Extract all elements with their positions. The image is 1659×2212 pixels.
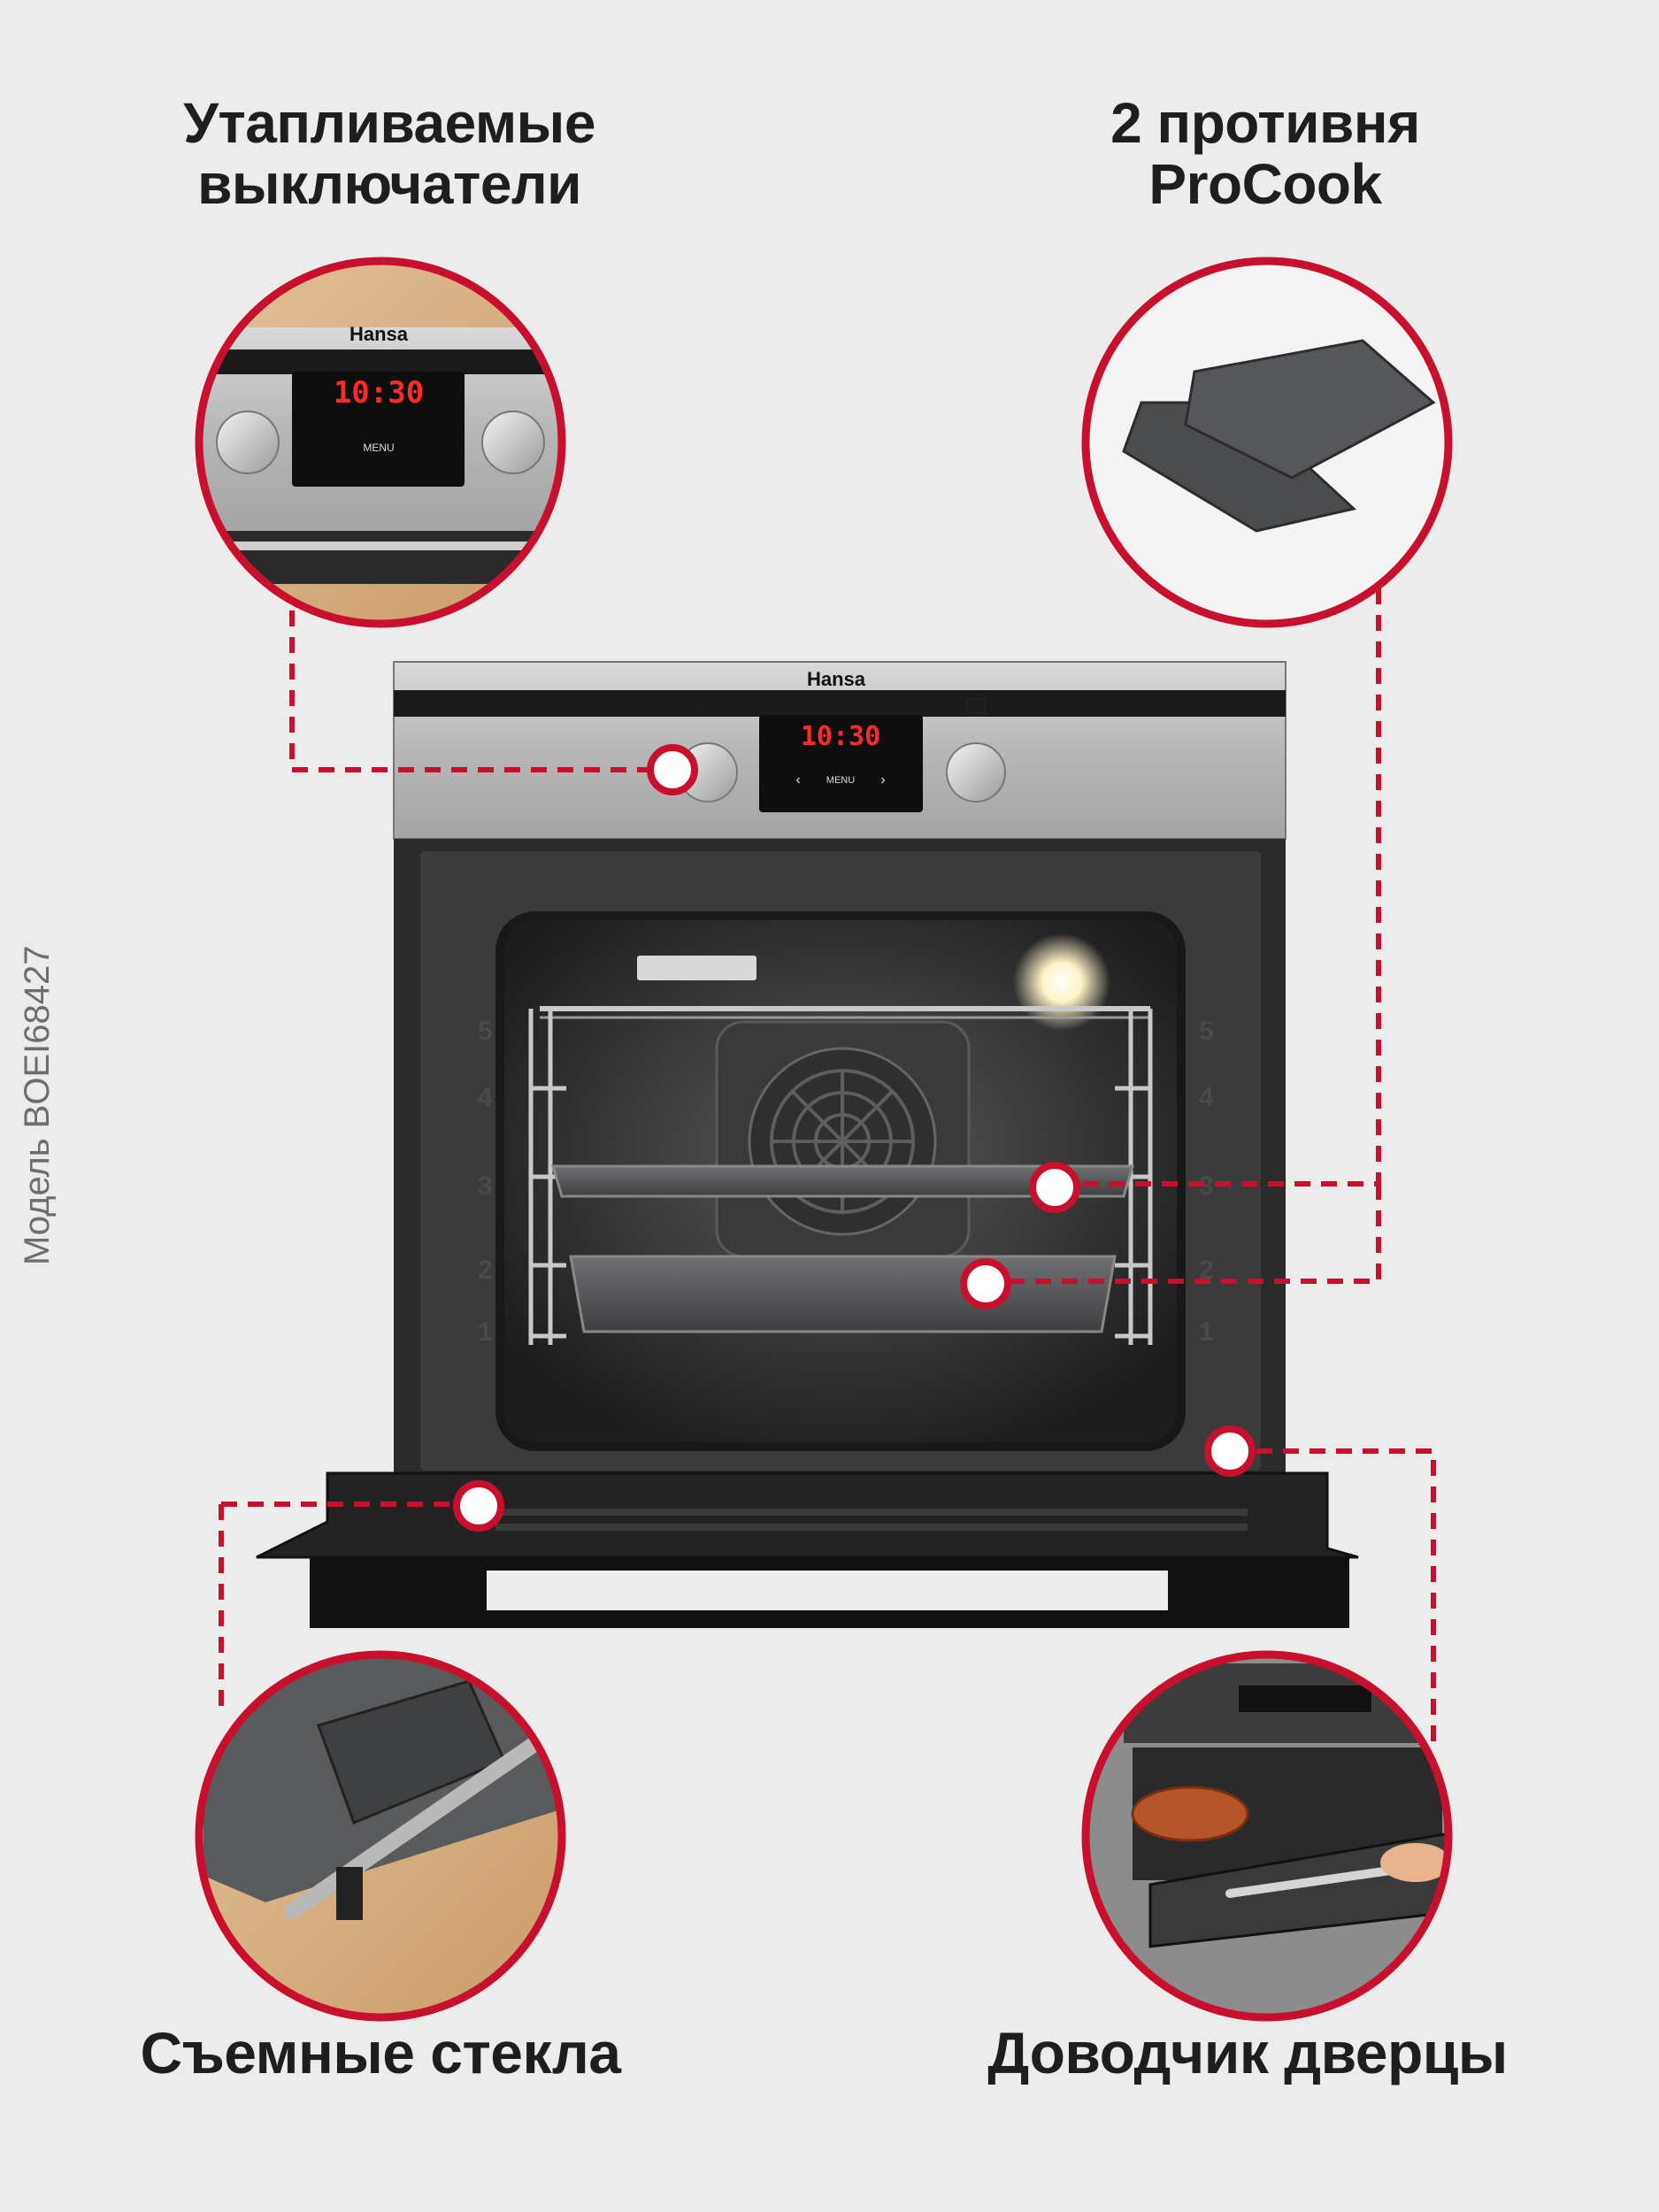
detail-trays <box>1086 261 1448 624</box>
shelf-number: 3 <box>1199 1171 1214 1201</box>
feature-title-line: ProCook <box>1148 152 1382 217</box>
feature-title-trays: 2 противня ProCook <box>1009 91 1522 217</box>
detail-circle-switches <box>195 257 566 628</box>
detail-brand-logo: Hansa <box>349 323 409 345</box>
detail-switches: 10:30 MENU Hansa <box>199 261 562 624</box>
panel-black-strip <box>394 690 1286 717</box>
feature-title-line: Утапливаемые <box>183 91 595 155</box>
marker-tray-1 <box>1029 1162 1080 1213</box>
feature-title-glass: Съемные стекла <box>140 2020 621 2085</box>
display-panel <box>759 715 923 812</box>
detail-glass <box>199 1655 562 2017</box>
door-handle-bar <box>284 1726 557 1919</box>
display-time: 10:30 <box>801 721 880 752</box>
callout-markers <box>453 744 1256 1532</box>
detail-circle-glass <box>195 1650 566 2022</box>
callout-lines <box>219 588 1436 1747</box>
callout-line-tray-2 <box>989 1184 1381 1284</box>
brand-logo: Hansa <box>807 668 866 690</box>
door-handle-gap <box>487 1571 1168 1610</box>
shelf-number: 5 <box>1199 1017 1214 1046</box>
shelf-number: 5 <box>478 1017 493 1046</box>
oven-body: Hansa 10:30 MENU ‹ › °C <box>256 661 1359 1628</box>
baking-tray-deep <box>569 1255 1117 1333</box>
top-element-bracket <box>637 956 757 980</box>
shelf-number: 2 <box>1199 1256 1214 1285</box>
detail-door <box>1086 1655 1448 2017</box>
detail-knob-right <box>481 411 545 474</box>
temperature-icon: °C <box>696 699 710 713</box>
shelf-number: 4 <box>478 1083 493 1112</box>
detail-display-time: 10:30 <box>334 375 424 411</box>
detail-circle-trays <box>1081 257 1453 628</box>
right-arrow-icon: › <box>880 772 885 787</box>
feature-title-switches: Утапливаемые выключатели <box>133 91 646 217</box>
mode-knob[interactable] <box>946 742 1006 803</box>
shelf-number: 4 <box>1199 1083 1214 1112</box>
callout-line-switches <box>289 611 672 772</box>
marker-door <box>1204 1425 1256 1477</box>
left-arrow-icon: ‹ <box>795 772 800 787</box>
marker-switches <box>647 744 698 795</box>
shelf-number: 1 <box>478 1317 493 1347</box>
mode-icon <box>966 698 986 714</box>
detail-menu-label: MENU <box>363 442 394 454</box>
hand-icon <box>1380 1843 1448 1882</box>
marker-glass <box>453 1480 504 1532</box>
detail-circle-door <box>1081 1650 1453 2022</box>
feature-title-door: Доводчик дверцы <box>987 2020 1508 2085</box>
shelf-numbers: 5 4 3 2 1 5 4 3 2 1 <box>478 1017 1214 1347</box>
shelf-number: 2 <box>478 1256 493 1285</box>
tray-front-icon <box>1184 339 1436 480</box>
pie-icon <box>1131 1786 1249 1842</box>
feature-title-line: выключатели <box>197 152 581 217</box>
feature-title-line: 2 противня <box>1110 91 1420 155</box>
marker-tray-2 <box>960 1258 1011 1310</box>
baking-tray-flat <box>550 1164 1135 1198</box>
shelf-number: 1 <box>1199 1317 1214 1347</box>
detail-knob-left <box>216 411 280 474</box>
door-vents <box>495 1509 1248 1531</box>
shelf-number: 3 <box>478 1171 493 1201</box>
menu-label: MENU <box>826 775 855 786</box>
callout-line-door <box>1230 1448 1436 1747</box>
